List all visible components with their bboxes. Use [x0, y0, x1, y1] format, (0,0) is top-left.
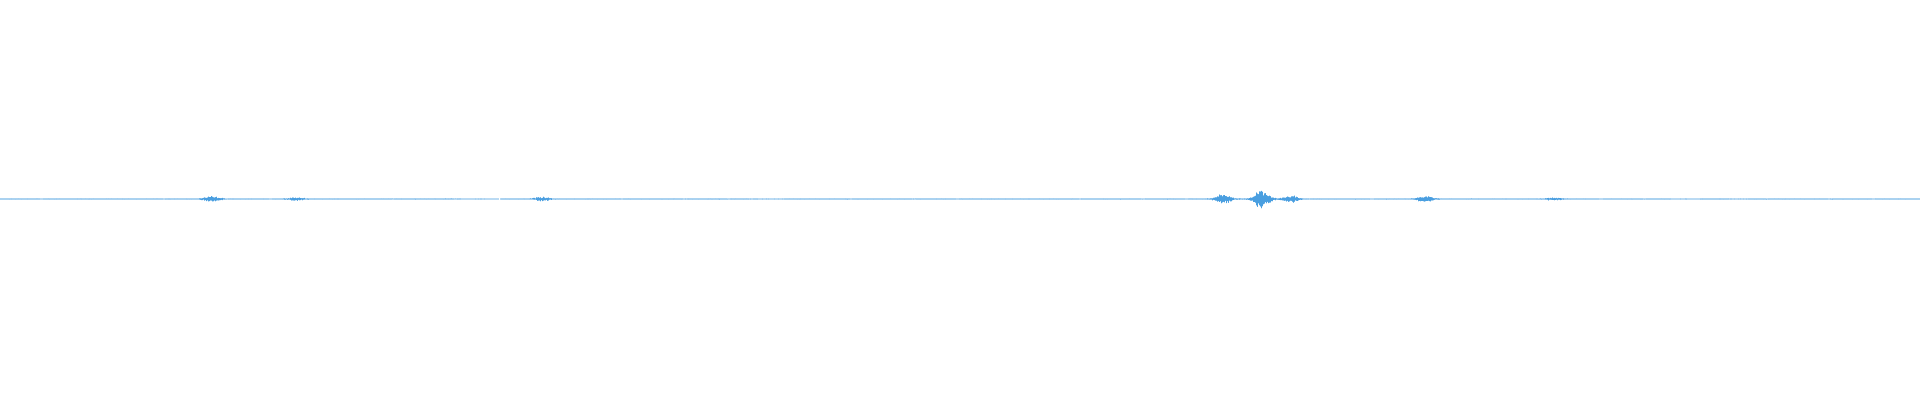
- waveform-trace: [0, 190, 1920, 209]
- waveform-path: [0, 190, 1920, 209]
